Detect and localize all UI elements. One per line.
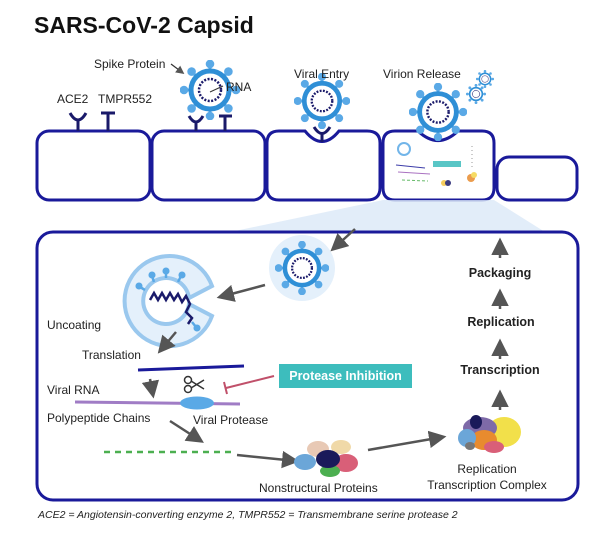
tmpr552-receptor-icon — [101, 111, 115, 131]
protease-inhibition-box: Protease Inhibition — [279, 364, 412, 388]
viral-protease-label: Viral Protease — [193, 413, 269, 427]
virus-released-small-icon-2 — [466, 84, 486, 104]
tmpr552-label: TMPR552 — [98, 92, 153, 106]
rtc-label-line1: Replication — [457, 462, 517, 476]
replication-label: Replication — [467, 315, 535, 329]
cell2-receptors-icon — [187, 114, 232, 131]
cell-2 — [150, 129, 267, 202]
flow-arrows — [141, 228, 509, 469]
inhibitor-line — [223, 375, 275, 395]
virus-entry-icon — [295, 74, 349, 128]
polypeptide-chains-label: Polypeptide Chains — [47, 411, 151, 425]
transcription-label: Transcription — [460, 363, 540, 377]
packaging-label: Packaging — [468, 266, 532, 280]
ace2-receptor-icon — [68, 112, 88, 131]
uncoating-rna-icon — [148, 290, 194, 325]
uncoating-label: Uncoating — [47, 318, 102, 332]
ace2-label: ACE2 — [57, 92, 89, 106]
page-title: SARS-CoV-2 Capsid — [34, 12, 254, 38]
zoom-connector — [230, 200, 545, 232]
virus-release-icon — [410, 84, 466, 140]
rna-label: RNA — [226, 80, 252, 94]
viral-rna-label: Viral RNA — [47, 383, 100, 397]
cell-3 — [265, 129, 382, 202]
rtc-icon — [458, 415, 521, 453]
nonstructural-proteins-icon — [294, 440, 358, 477]
spike-protein-label: Spike Protein — [94, 57, 166, 71]
virion-release-label: Virion Release — [383, 67, 461, 81]
translation-label: Translation — [82, 348, 141, 362]
mini-cycle-thumbnail — [395, 142, 477, 186]
scissors-icon — [183, 375, 205, 394]
virus-released-small-icon — [476, 70, 494, 88]
rtc-label-line2: Transcription Complex — [427, 478, 547, 492]
viral-protease-icon — [180, 396, 214, 410]
cell-membrane — [35, 129, 579, 202]
viral-entry-label: Viral Entry — [294, 67, 350, 81]
polypeptide-chain — [74, 400, 241, 406]
entry-receptor-icon — [312, 126, 332, 142]
rna-pointer — [209, 85, 224, 93]
viral-rna-strand — [137, 364, 245, 372]
cell-1 — [35, 129, 152, 202]
cell-5 — [495, 155, 579, 202]
virus-cycle-icon — [276, 242, 328, 294]
uncoating-endosome-icon — [122, 254, 215, 348]
spike-pointer — [170, 63, 185, 75]
nonstructural-proteins-label: Nonstructural Proteins — [259, 481, 378, 495]
uncoating-spikes-icon — [135, 267, 201, 332]
footnote: ACE2 = Angiotensin-converting enzyme 2, … — [38, 509, 458, 521]
